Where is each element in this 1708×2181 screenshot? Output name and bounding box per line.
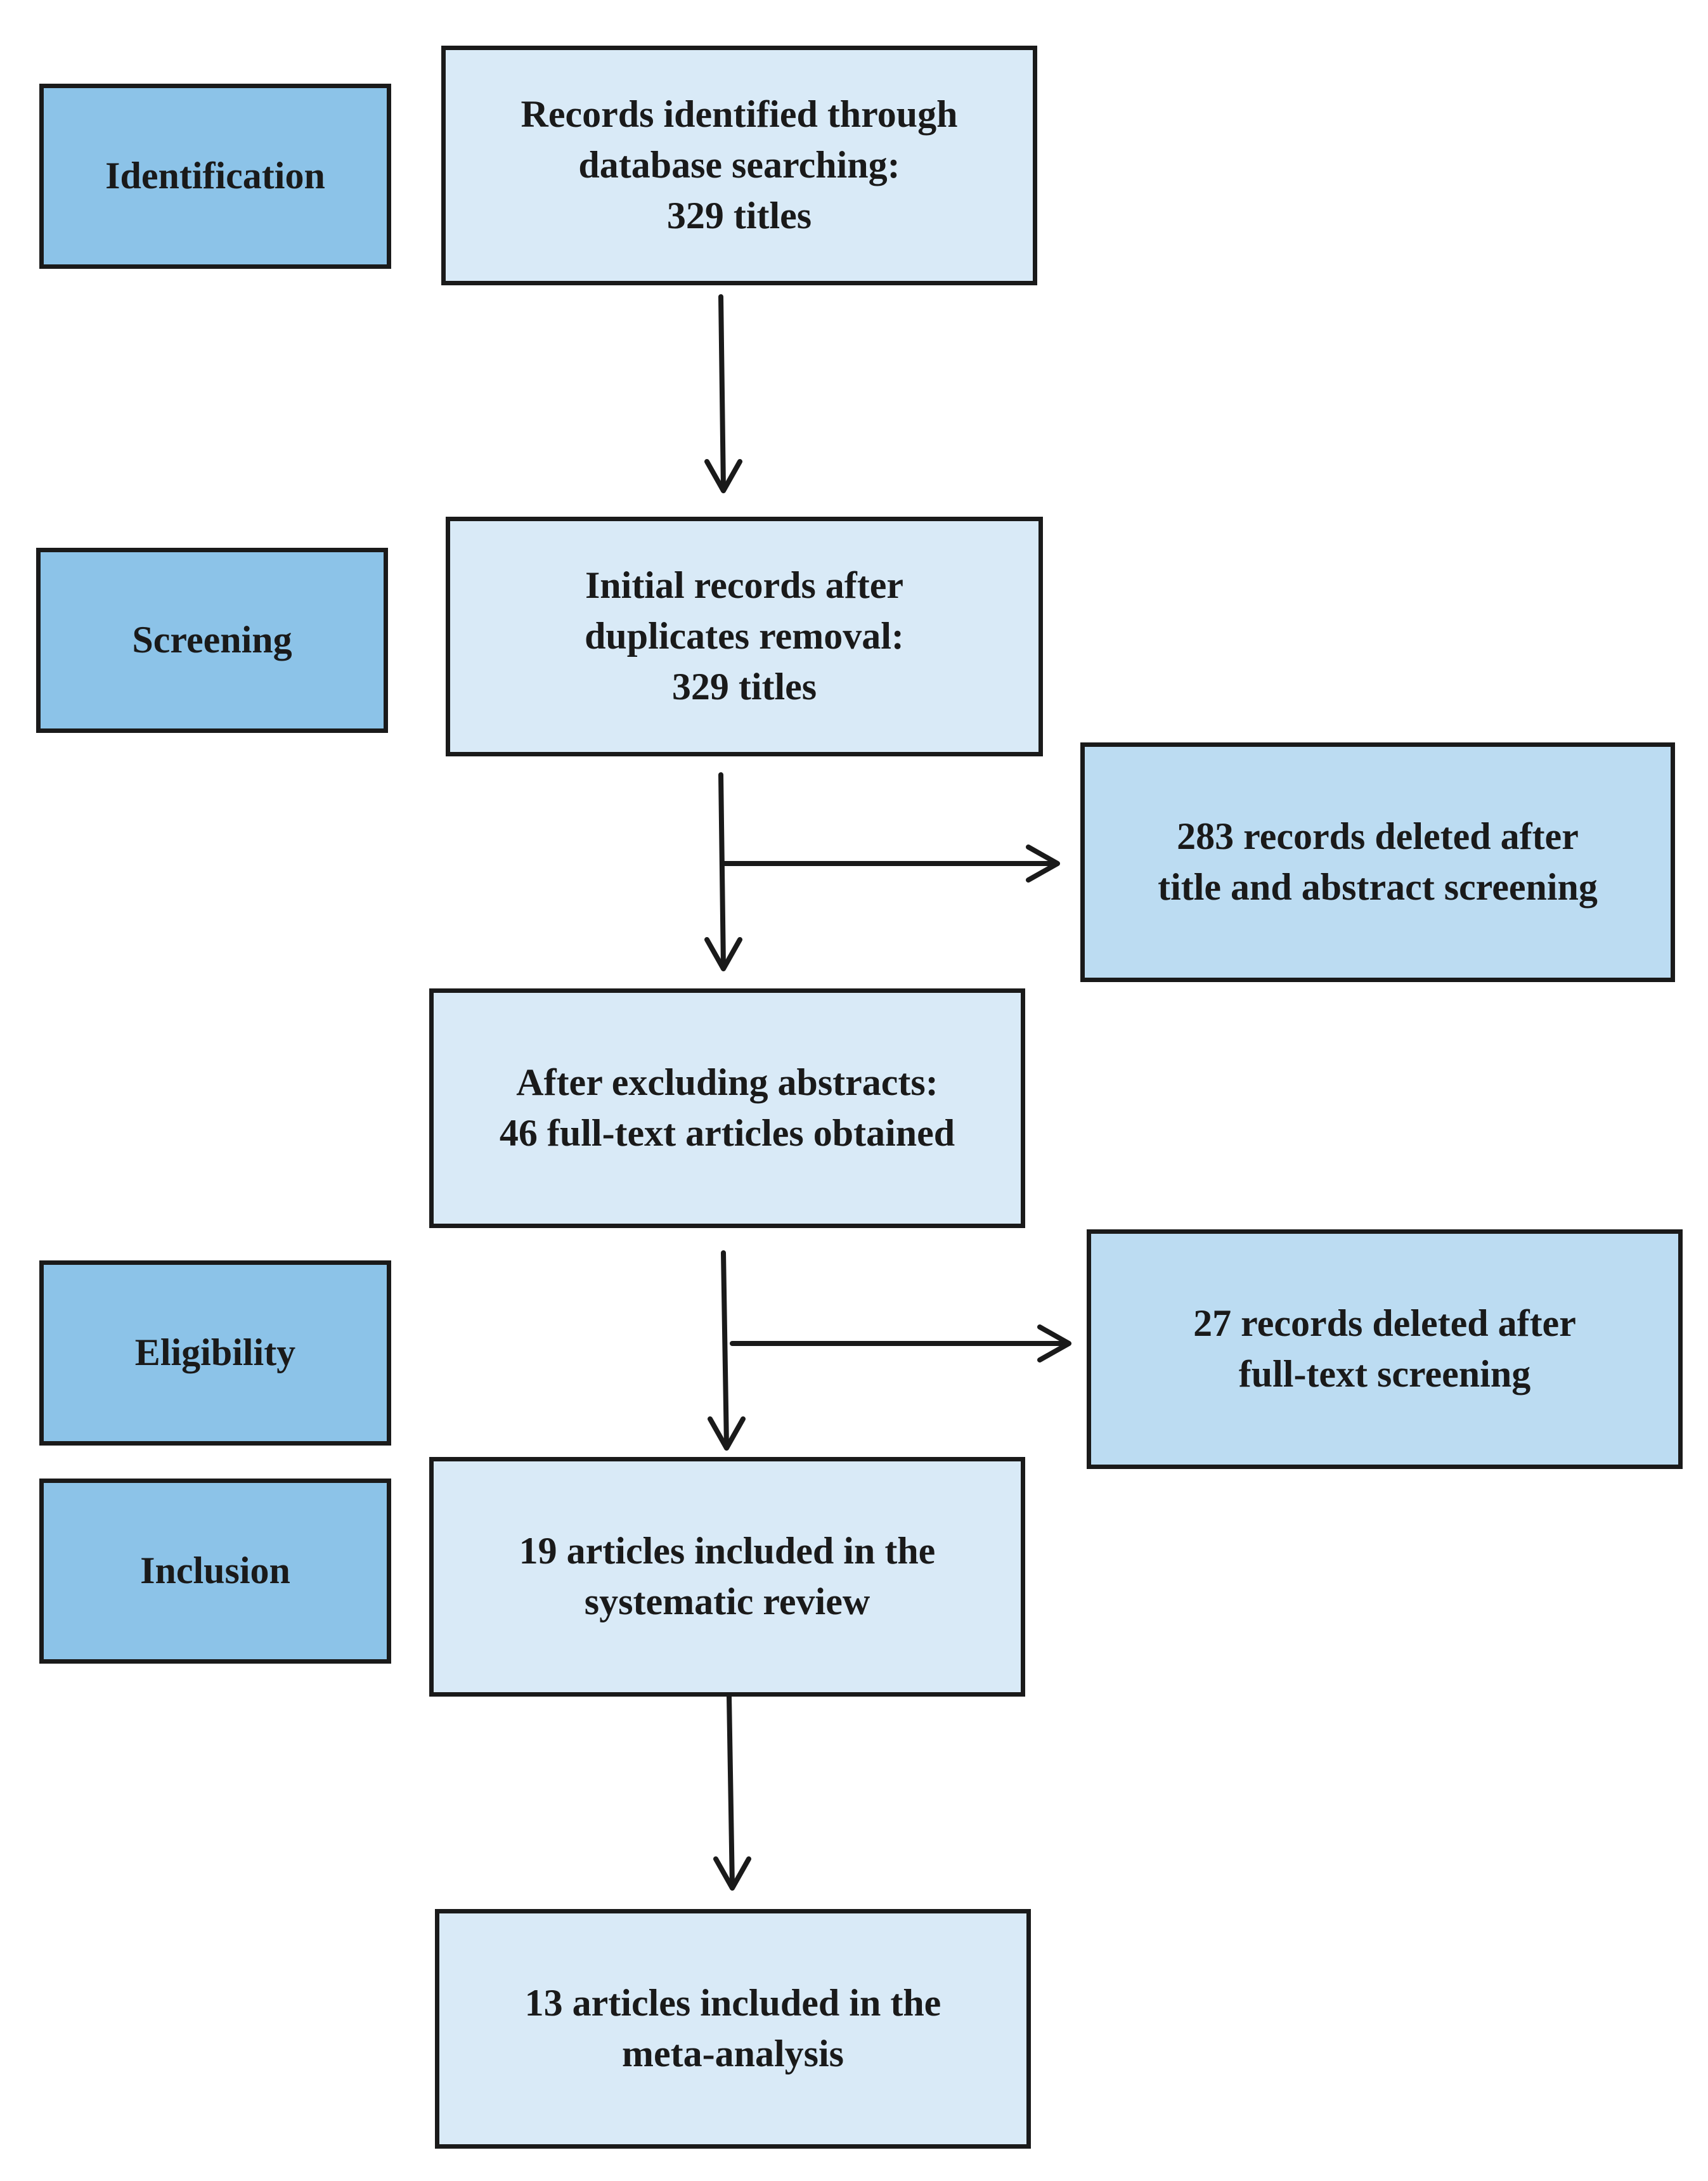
full-text-articles-box: After excluding abstracts: 46 full-text … [429,988,1025,1228]
meta-analysis-box: 13 articles included in the meta-analysi… [435,1909,1031,2149]
stage-eligibility: Eligibility [39,1260,391,1446]
arrowhead-to-title-abstract-exclusion [1026,845,1060,883]
stage-screening: Screening [36,548,388,733]
arrow-duplicates-to-fulltext [718,772,726,970]
stage-eligibility-label: Eligibility [134,1331,296,1374]
records-identified-box: Records identified through database sear… [441,46,1037,285]
full-text-exclusion-text: 27 records deleted after full-text scree… [1193,1302,1576,1395]
records-identified-text: Records identified through database sear… [521,93,958,236]
arrow-review-to-meta [727,1694,735,1889]
arrowhead-review-to-meta [713,1856,751,1891]
arrowhead-identified-to-duplicates [704,459,742,493]
arrowhead-to-full-text-exclusion [1037,1324,1071,1362]
title-abstract-exclusion-box: 283 records deleted after title and abst… [1080,742,1675,982]
stage-identification: Identification [39,84,391,269]
stage-inclusion-label: Inclusion [140,1550,290,1592]
arrowhead-duplicates-to-fulltext [704,937,742,971]
full-text-articles-text: After excluding abstracts: 46 full-text … [499,1061,955,1154]
arrow-fulltext-to-review [721,1250,729,1449]
systematic-review-text: 19 articles included in the systematic r… [519,1530,936,1622]
arrow-identified-to-duplicates [718,294,726,492]
stage-identification-label: Identification [105,155,325,197]
arrowhead-fulltext-to-review [708,1416,746,1451]
stage-inclusion: Inclusion [39,1479,391,1664]
after-duplicates-box: Initial records after duplicates removal… [446,517,1043,756]
title-abstract-exclusion-text: 283 records deleted after title and abst… [1158,815,1598,908]
systematic-review-box: 19 articles included in the systematic r… [429,1457,1025,1697]
stage-screening-label: Screening [132,619,292,661]
meta-analysis-text: 13 articles included in the meta-analysi… [524,1982,941,2074]
full-text-exclusion-box: 27 records deleted after full-text scree… [1087,1229,1683,1469]
after-duplicates-text: Initial records after duplicates removal… [585,564,904,708]
